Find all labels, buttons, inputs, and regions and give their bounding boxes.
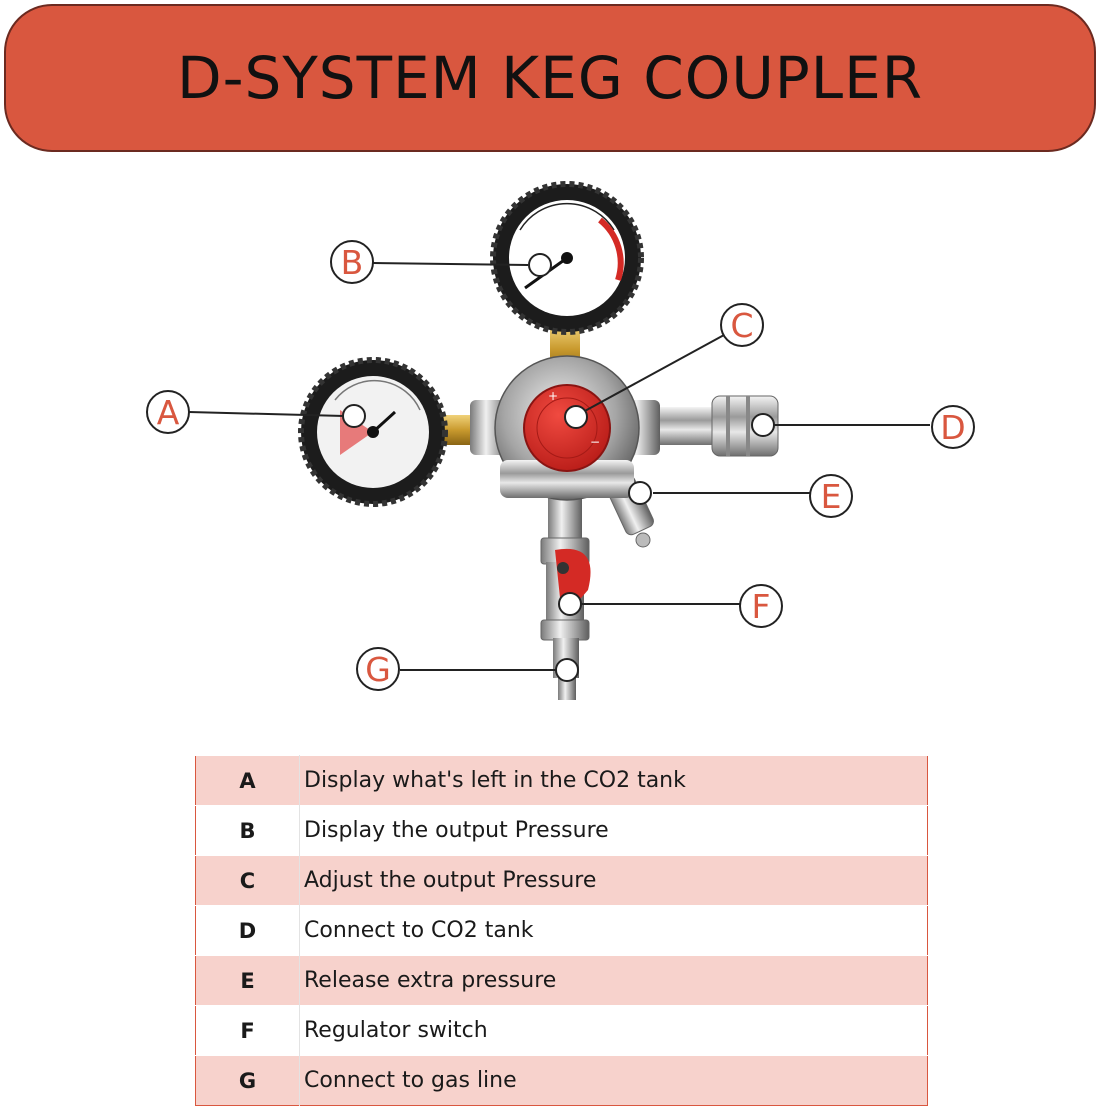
svg-text:−: − xyxy=(590,435,600,449)
legend-row: G Connect to gas line xyxy=(195,1055,928,1106)
legend-key: D xyxy=(195,905,300,956)
svg-text:C: C xyxy=(730,306,753,345)
svg-text:F: F xyxy=(752,587,771,626)
legend-key: C xyxy=(195,855,300,906)
legend-row: C Adjust the output Pressure xyxy=(195,855,928,906)
callout-lines xyxy=(188,262,930,671)
legend-key: E xyxy=(195,955,300,1006)
callout-dots xyxy=(342,253,775,682)
callout-badge-b: B xyxy=(330,240,374,284)
legend-description: Adjust the output Pressure xyxy=(299,855,928,906)
svg-text:+: + xyxy=(548,389,558,403)
output-pressure-gauge xyxy=(490,181,644,335)
tank-pressure-gauge xyxy=(298,357,448,507)
legend-row: A Display what's left in the CO2 tank xyxy=(195,755,928,806)
legend-row: F Regulator switch xyxy=(195,1005,928,1056)
callout-badge-g: G xyxy=(356,647,400,691)
legend-description: Connect to gas line xyxy=(299,1055,928,1106)
regulator-body xyxy=(470,355,660,501)
legend-description: Display what's left in the CO2 tank xyxy=(299,755,928,806)
legend-key: G xyxy=(195,1055,300,1106)
svg-text:G: G xyxy=(365,650,391,689)
legend-description: Release extra pressure xyxy=(299,955,928,1006)
callout-badge-a: A xyxy=(146,390,190,434)
callout-badge-f: F xyxy=(739,584,783,628)
regulator-diagram: + − xyxy=(146,181,975,700)
callout-badge-c: C xyxy=(720,303,764,347)
adjustment-knob: + − xyxy=(523,384,611,472)
legend-description: Connect to CO2 tank xyxy=(299,905,928,956)
callout-badge-e: E xyxy=(809,474,853,518)
shutoff-valve-handle xyxy=(555,548,591,605)
legend-table: A Display what's left in the CO2 tank B … xyxy=(195,755,928,1106)
legend-row: D Connect to CO2 tank xyxy=(195,905,928,956)
callout-badge-d: D xyxy=(931,405,975,449)
svg-text:A: A xyxy=(157,393,180,432)
legend-key: A xyxy=(195,755,300,806)
svg-text:D: D xyxy=(940,408,965,447)
legend-row: E Release extra pressure xyxy=(195,955,928,1006)
page-title: D-SYSTEM KEG COUPLER xyxy=(176,44,924,112)
legend-row: B Display the output Pressure xyxy=(195,805,928,856)
legend-description: Display the output Pressure xyxy=(299,805,928,856)
legend-key: B xyxy=(195,805,300,856)
legend-key: F xyxy=(195,1005,300,1056)
svg-text:B: B xyxy=(341,243,364,282)
title-banner: D-SYSTEM KEG COUPLER xyxy=(4,4,1096,152)
svg-text:E: E xyxy=(821,477,842,516)
legend-description: Regulator switch xyxy=(299,1005,928,1056)
